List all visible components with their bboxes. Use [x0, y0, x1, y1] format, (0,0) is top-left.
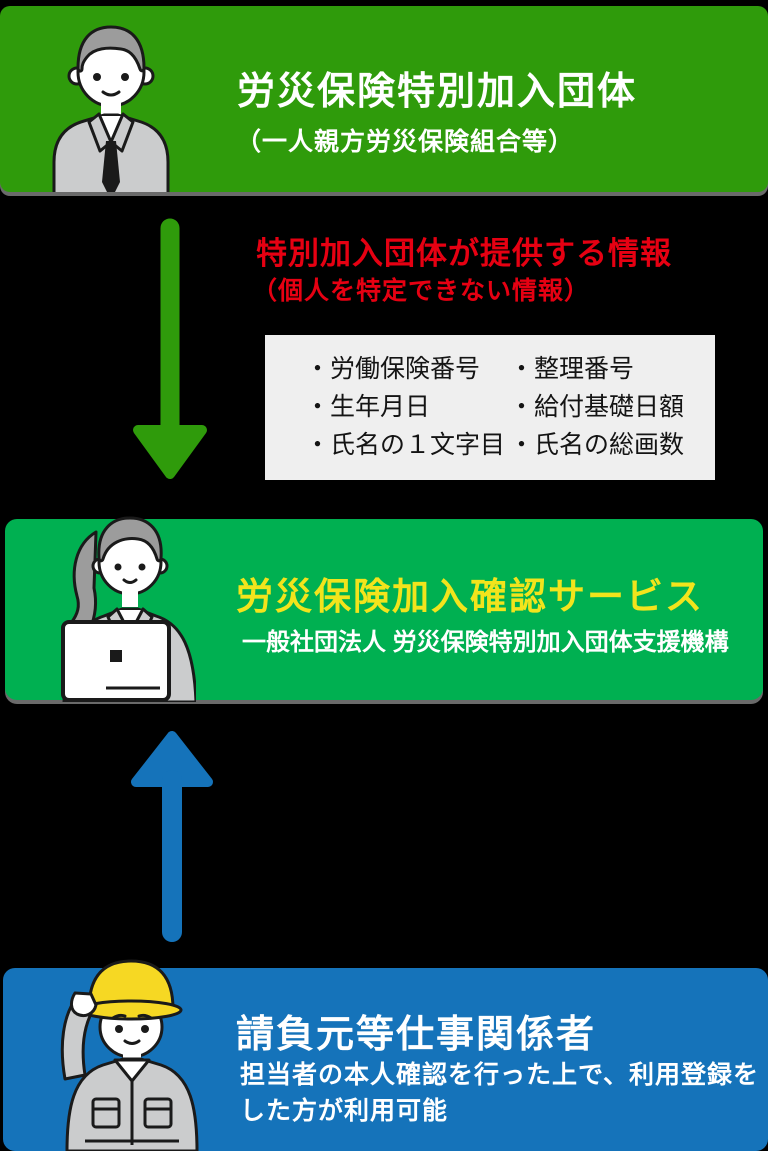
info-list-right: ・整理番号 ・給付基礎日額 ・氏名の総画数	[509, 357, 684, 458]
down-arrow-icon	[133, 218, 207, 479]
info-item-labor-insurance-number: ・労働保険番号	[305, 355, 481, 383]
bottom-box-description: 担当者の本人確認を行った上で、利用登録を した方が利用可能	[240, 1057, 759, 1129]
service-box-title: 労災保険加入確認サービス	[236, 576, 704, 617]
top-box-title: 労災保険特別加入団体	[237, 71, 638, 113]
bottom-box-description-line1: 担当者の本人確認を行った上で、利用登録を	[240, 1061, 760, 1089]
info-item-benefit-base-daily-amount: ・給付基礎日額	[509, 393, 685, 421]
businessman-icon	[52, 25, 170, 192]
info-item-first-character-of-name: ・氏名の１文字目	[305, 431, 506, 459]
provided-info-heading: 特別加入団体が提供する情報	[256, 236, 672, 271]
special-enrollment-group-box: 労災保険特別加入団体 （一人親方労災保険組合等）	[0, 6, 768, 192]
info-item-birthdate: ・生年月日	[305, 393, 431, 421]
provided-info-box: ・労働保険番号 ・生年月日 ・氏名の１文字目 ・整理番号 ・給付基礎日額 ・氏名…	[265, 335, 715, 480]
construction-worker-icon	[60, 959, 199, 1151]
info-item-reference-number: ・整理番号	[509, 355, 635, 383]
bottom-box-description-line2: した方が利用可能	[240, 1097, 449, 1125]
up-arrow-icon	[131, 731, 213, 942]
provided-info-subheading: （個人を特定できない情報）	[252, 277, 591, 305]
info-item-total-strokes-of-name: ・氏名の総画数	[509, 431, 685, 459]
office-worker-laptop-icon	[61, 516, 196, 702]
info-list-left: ・労働保険番号 ・生年月日 ・氏名の１文字目	[305, 357, 509, 458]
service-box-subtitle: 一般社団法人 労災保険特別加入団体支援機構	[242, 629, 729, 656]
top-box-subtitle: （一人親方労災保険組合等）	[236, 128, 575, 156]
bottom-box-title: 請負元等仕事関係者	[236, 1014, 597, 1056]
